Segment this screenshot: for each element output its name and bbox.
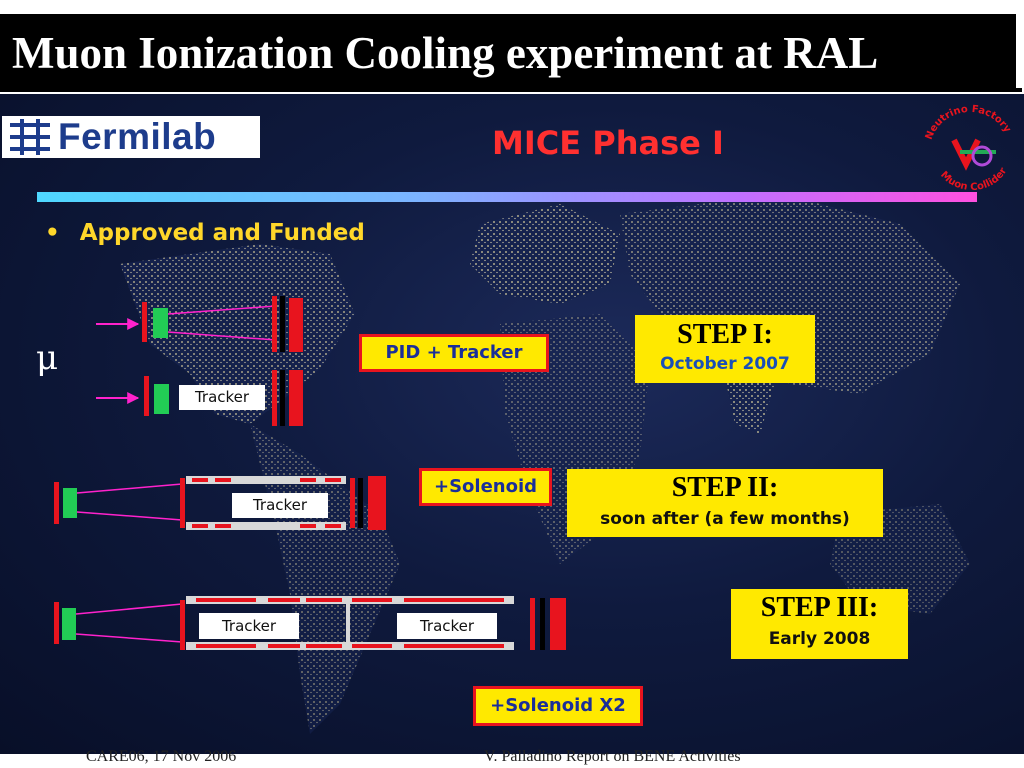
step2-title: STEP II:	[671, 472, 779, 503]
step1-pid-tracker-schematic	[96, 296, 303, 352]
pid-tracker-label: PID + Tracker	[359, 334, 549, 372]
muon-symbol: μ	[36, 338, 59, 378]
tracker-label: Tracker	[179, 385, 265, 410]
beamline-schematics	[54, 296, 566, 650]
tof-module	[153, 308, 168, 338]
diffuser-plate	[142, 302, 147, 342]
step3-date: Early 2008	[768, 629, 871, 649]
step1-tracker-schematic	[96, 370, 303, 426]
fermilab-logo-icon	[10, 119, 50, 155]
fermilab-logo: Fermilab	[2, 116, 260, 158]
tracker-label: Tracker	[199, 613, 299, 639]
footer-event: CARE06, 17 Nov 2006	[86, 748, 237, 765]
tracker-label: Tracker	[232, 493, 328, 518]
footer-author: V. Palladino Report on BENE Activities	[484, 748, 741, 765]
step2-solenoid-schematic	[54, 476, 386, 530]
neutrino-factory-logo: Neutrino Factory Muon Collider	[924, 104, 1013, 190]
step3-double-solenoid-schematic	[54, 596, 566, 650]
calorimeter	[289, 298, 303, 352]
approved-bullet: • Approved and Funded	[45, 220, 365, 246]
slide-title: Muon Ionization Cooling experiment at RA…	[0, 14, 1016, 92]
step1-title: STEP I:	[677, 319, 773, 350]
solenoid-label: +Solenoid	[419, 468, 552, 506]
step1-box: STEP I: October 2007	[635, 315, 815, 383]
step2-box: STEP II: soon after (a few months)	[567, 469, 883, 537]
bullet-text: Approved and Funded	[79, 220, 365, 246]
step2-date: soon after (a few months)	[600, 509, 850, 529]
mice-phase-image: Fermilab MICE Phase I Neutrino Factory M…	[0, 94, 1024, 754]
tracker-label: Tracker	[397, 613, 497, 639]
phase-title: MICE Phase I	[492, 124, 724, 162]
title-bar-corner	[1016, 88, 1022, 92]
solenoid-x2-label: +Solenoid X2	[473, 686, 643, 726]
fermilab-wordmark: Fermilab	[58, 116, 217, 157]
step3-title: STEP III:	[760, 592, 879, 623]
step1-date: October 2007	[660, 354, 790, 374]
step3-box: STEP III: Early 2008	[731, 589, 908, 659]
bullet-dot: •	[45, 220, 60, 246]
rainbow-divider	[37, 192, 977, 202]
